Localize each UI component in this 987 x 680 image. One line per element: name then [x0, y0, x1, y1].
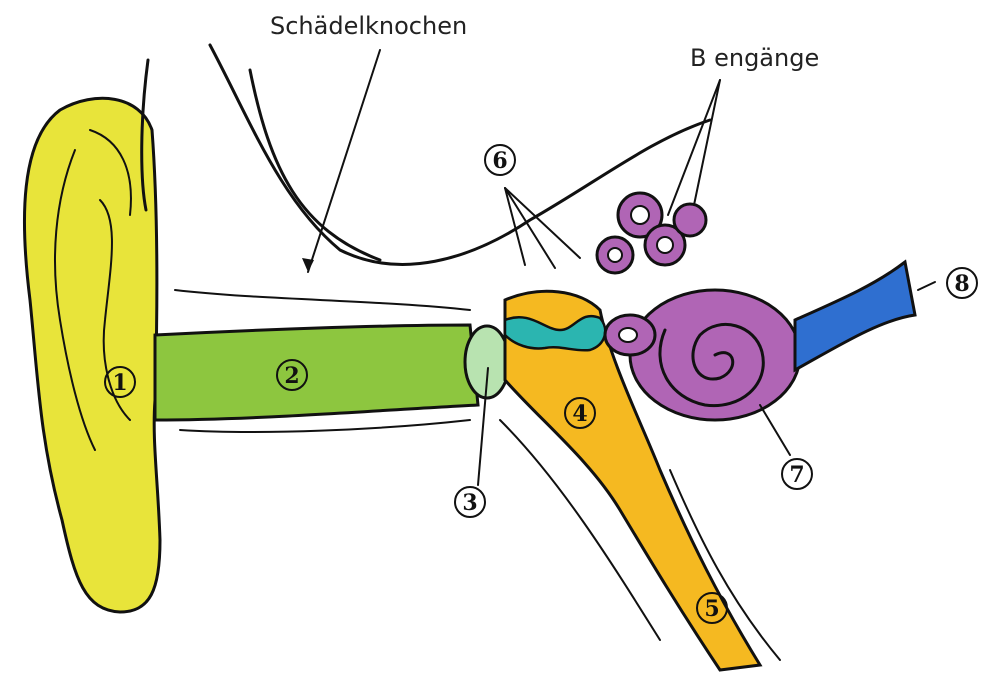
- label-semicircular-canals: B engänge: [690, 44, 819, 72]
- seven-leader: [760, 405, 790, 455]
- canals-leader-b: [694, 80, 720, 205]
- svg-text:4: 4: [572, 401, 587, 427]
- svg-text:1: 1: [112, 370, 127, 396]
- oval-window: [619, 328, 637, 342]
- svg-text:7: 7: [789, 462, 804, 488]
- canals-leader-a: [668, 80, 720, 215]
- svg-text:8: 8: [954, 271, 969, 297]
- marker-7: 7: [782, 459, 812, 489]
- ear-canal-wall-top: [175, 290, 470, 310]
- auditory-nerve: [795, 262, 915, 370]
- svg-text:6: 6: [492, 148, 507, 174]
- svg-text:5: 5: [704, 596, 719, 622]
- ear-canal-wall-bottom: [180, 420, 470, 432]
- skull-bone-arrowhead: [302, 258, 314, 272]
- skull-bone-leader: [308, 50, 380, 272]
- ear-canal: [155, 325, 478, 420]
- svg-text:2: 2: [284, 363, 299, 389]
- marker-3: 3: [455, 487, 485, 517]
- svg-text:3: 3: [462, 490, 477, 516]
- eight-leader: [918, 282, 935, 290]
- skull-bone-ridge: [250, 70, 380, 260]
- marker-8: 8: [947, 268, 977, 298]
- label-skull-bone: Schädelknochen: [270, 12, 467, 40]
- outer-ear: [24, 98, 160, 612]
- marker-6: 6: [485, 145, 515, 175]
